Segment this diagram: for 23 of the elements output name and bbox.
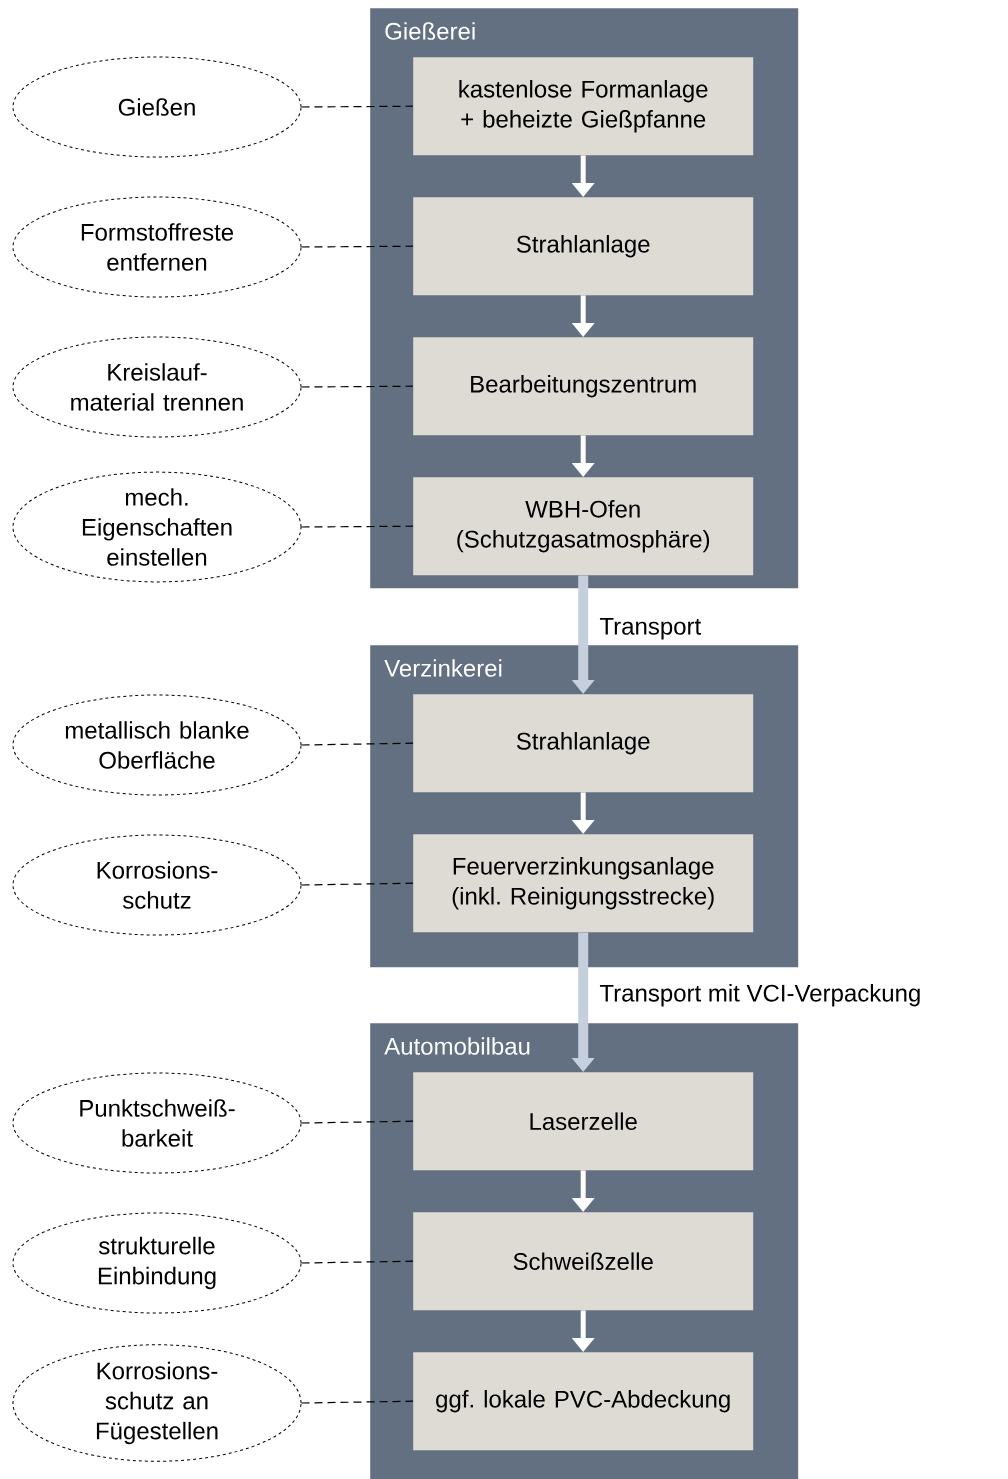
- process-box: Feuerverzinkungsanlage (inkl. Reinigungsstrecke): [413, 834, 754, 933]
- leader-line: [300, 525, 414, 528]
- process-box: Bearbeitungszentrum: [413, 337, 754, 436]
- leader-line: [300, 1120, 414, 1124]
- leader-line: [300, 105, 414, 108]
- section-heading: Verzinkerei: [384, 659, 502, 677]
- process-box: kastenlose Formanlage + beheizte Gießpfanne: [413, 57, 754, 156]
- leader-line: [300, 882, 414, 886]
- process-box: Laserzelle: [413, 1072, 754, 1171]
- edge-label: Transport mit VCI-Verpackung: [597, 982, 924, 1009]
- leader-line: [300, 742, 414, 746]
- process-box: WBH-Ofen (Schutzgasatmosphäre): [413, 477, 754, 576]
- section-heading: Automobilbau: [384, 1037, 530, 1055]
- edge-label: Transport: [597, 616, 704, 642]
- leader-line: [300, 1260, 414, 1264]
- leader-line: [300, 1400, 414, 1404]
- process-box: Strahlanlage: [413, 694, 754, 793]
- leader-line: [300, 385, 414, 388]
- process-box: ggf. lokale PVC-Abdeckung: [413, 1352, 754, 1451]
- section-heading: Gießerei: [385, 22, 475, 40]
- process-box: Schweißzelle: [413, 1212, 754, 1311]
- process-box: Strahlanlage: [413, 197, 754, 296]
- leader-line: [300, 245, 414, 248]
